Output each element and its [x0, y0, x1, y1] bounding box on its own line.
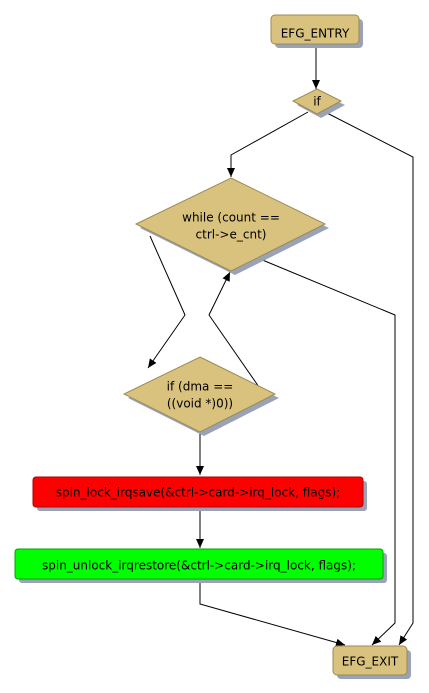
node-if-label: if [313, 95, 321, 109]
node-spin-lock-label: spin_lock_irqsave(&ctrl->card->irq_lock,… [56, 486, 341, 500]
node-if-dma-label-line2: ((void *)0)) [167, 397, 233, 411]
edge-while-to-exit [259, 258, 396, 646]
node-spin-unlock-label: spin_unlock_irqrestore(&ctrl->card->irq_… [42, 559, 356, 573]
node-while-loop[interactable]: while (count == ctrl->e_cnt) [134, 177, 329, 275]
node-while-loop-label-line2: ctrl->e_cnt) [196, 228, 267, 242]
node-spin-unlock[interactable]: spin_unlock_irqrestore(&ctrl->card->irq_… [14, 548, 387, 583]
edge-while-to-ifdma [147, 235, 186, 369]
edge-ifdma-back-to-while [208, 271, 260, 388]
edges [147, 45, 414, 647]
node-if[interactable]: if [291, 88, 345, 118]
node-efg-exit[interactable]: EFG_EXIT [332, 645, 411, 679]
node-if-dma-label-line1: if (dma == [167, 380, 234, 394]
node-efg-entry[interactable]: EFG_ENTRY [270, 14, 363, 48]
edge-unlock-to-exit [199, 580, 346, 647]
edge-if-to-while [227, 111, 309, 177]
node-if-dma[interactable]: if (dma == ((void *)0)) [122, 356, 279, 436]
node-efg-entry-label: EFG_ENTRY [281, 27, 350, 41]
node-while-loop-label-line1: while (count == [182, 211, 280, 225]
edge-if-to-exit [324, 111, 414, 646]
node-efg-exit-label: EFG_EXIT [342, 655, 399, 669]
node-spin-lock[interactable]: spin_lock_irqsave(&ctrl->card->irq_lock,… [32, 476, 367, 511]
